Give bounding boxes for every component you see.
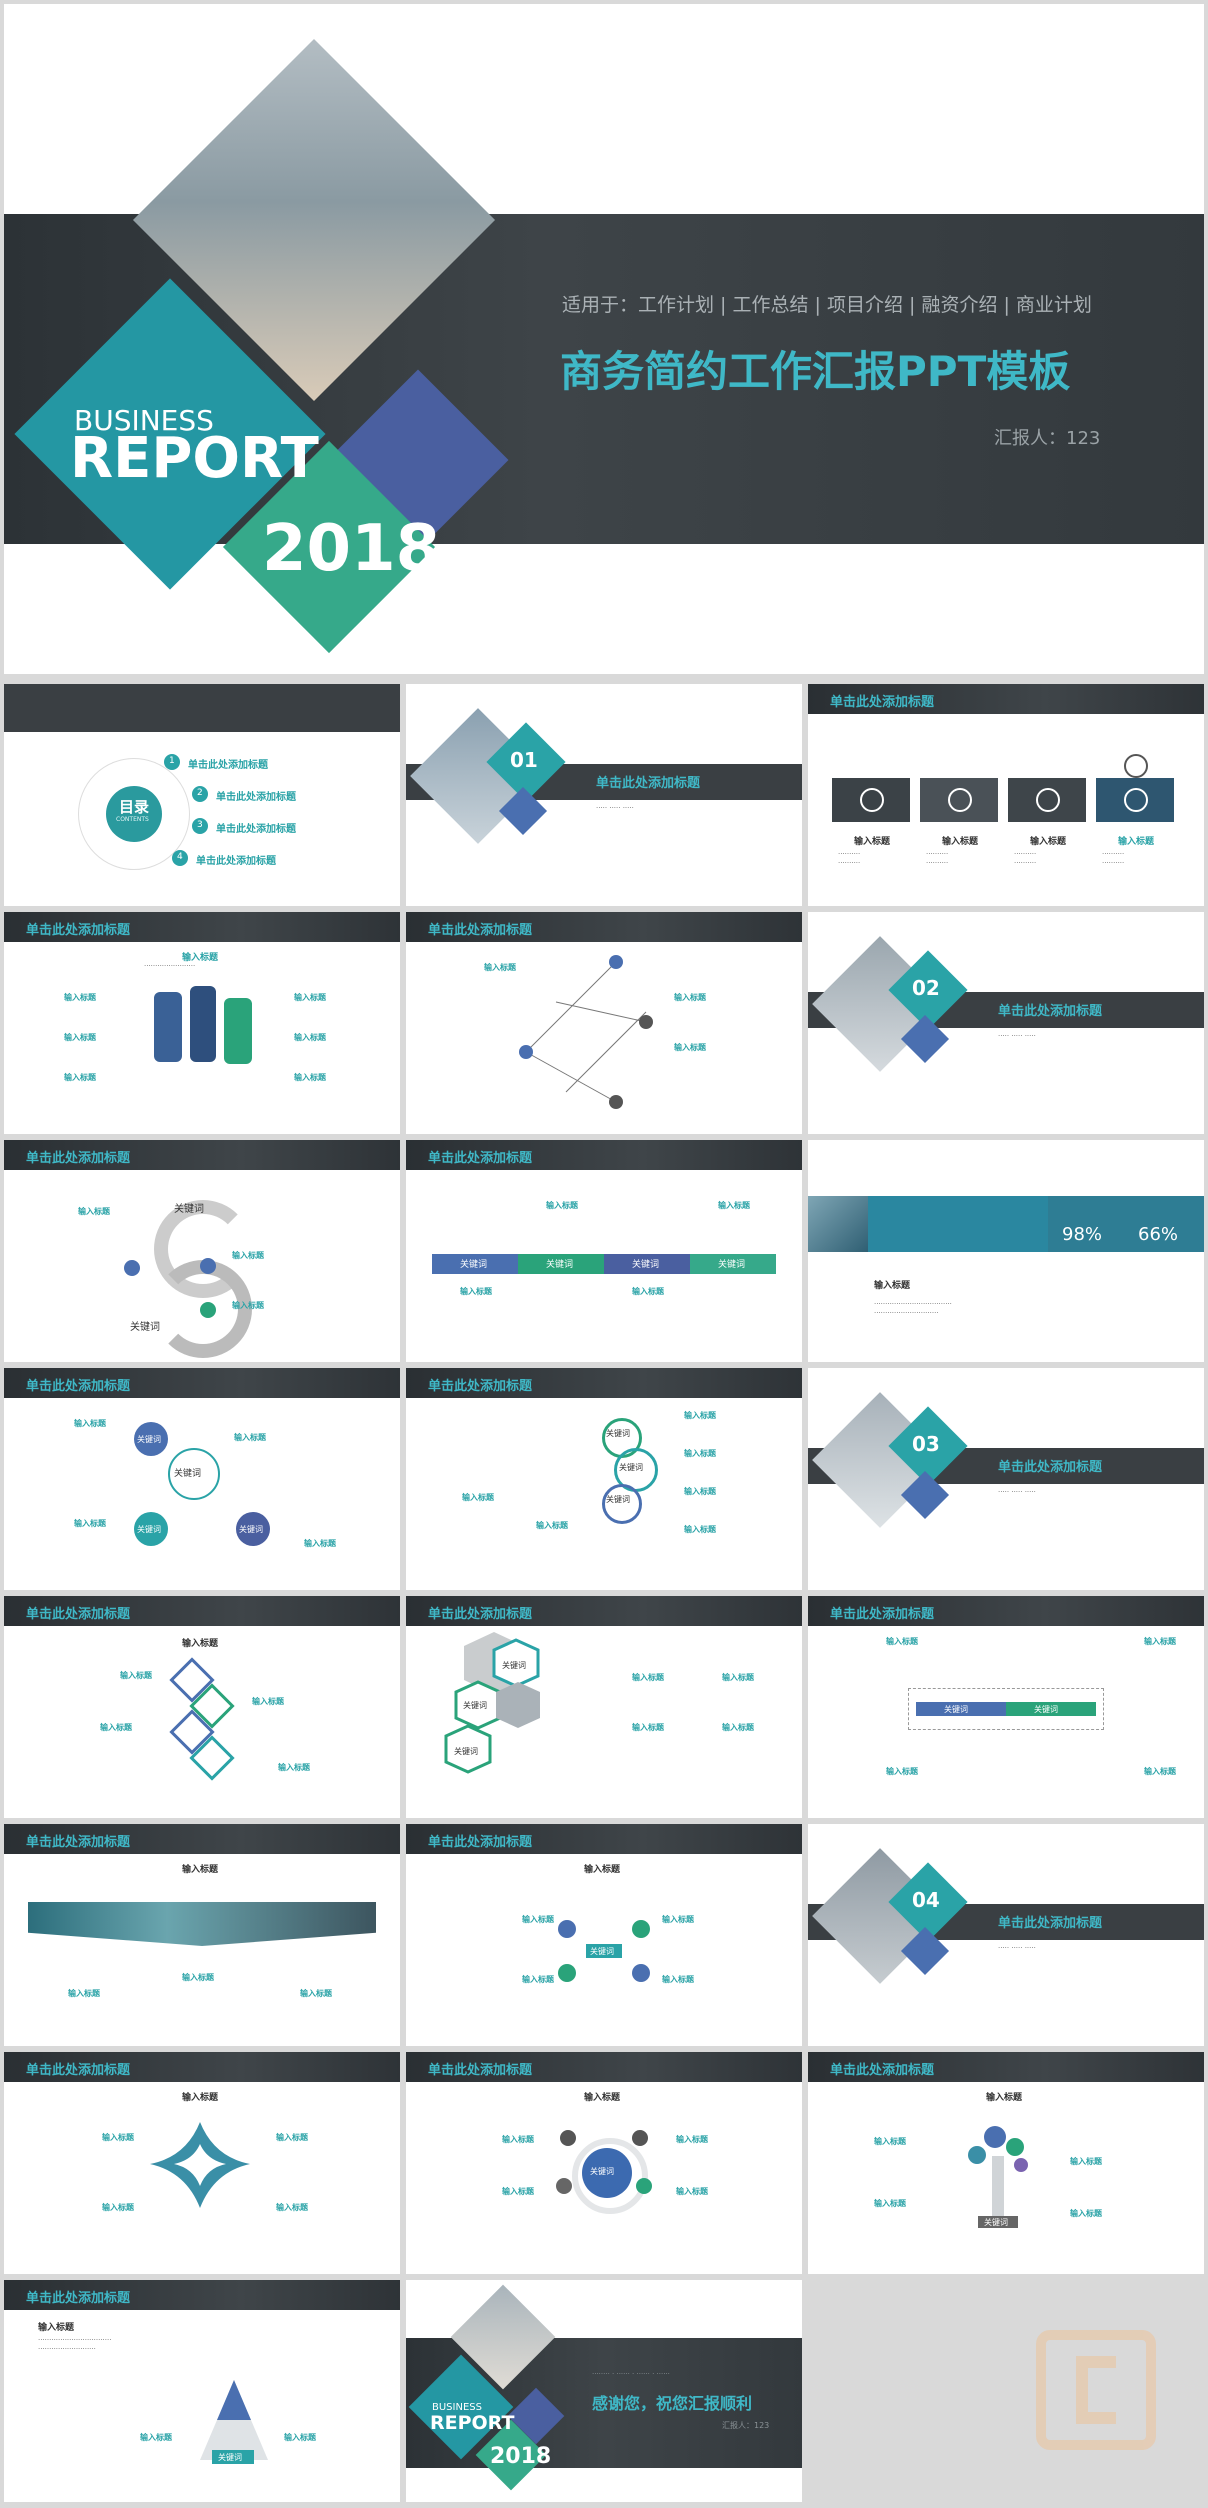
section-01-num: 01 [510,748,538,772]
triangle-slide: 单击此处添加标题 输入标题 ··························… [4,2280,400,2502]
cover-report: REPORT [70,426,319,491]
ending-thanks: 感谢您，祝您汇报顺利 [592,2394,753,2413]
toc-sub: CONTENTS [116,816,149,823]
section-02-slide: 02 单击此处添加标题 ····· ····· ····· [808,912,1204,1134]
tree-slide: 单击此处添加标题 输入标题 关键词 输入标题 输入标题 输入标题 输入标题 [808,2052,1204,2274]
stats-slide: 98% 66% 输入标题 ···························… [808,1140,1204,1362]
section-01-title: 单击此处添加标题 [596,776,701,791]
section-03-num: 03 [912,1432,940,1456]
toc-item-3[interactable]: 单击此处添加标题 [216,824,296,835]
hexagon-slide: 单击此处添加标题 关键词 关键词 关键词 输入标题 输入标题 输入标题 输入标题 [406,1596,802,1818]
cover-business: BUSINESS [74,404,214,437]
toc-item-4[interactable]: 单击此处添加标题 [196,856,276,867]
toc-slide: 目录 CONTENTS 1 单击此处添加标题 2 单击此处添加标题 3 单击此处… [4,684,400,906]
arrows-slide: 单击此处添加标题 关键词 关键词 输入标题 输入标题 输入标题 [4,1140,400,1362]
cover-applicable: 适用于：工作计划 | 工作总结 | 项目介绍 | 融资介绍 | 商业计划 [562,294,1092,316]
ending-report: REPORT [430,2412,515,2434]
cover-slide: BUSINESS REPORT 2018 适用于：工作计划 | 工作总结 | 项… [4,4,1204,674]
section-03-title: 单击此处添加标题 [998,1460,1103,1475]
circles-slide: 单击此处添加标题 关键词 关键词 关键词 关键词 输入标题 输入标题 输入标题 … [4,1368,400,1590]
section-02-title: 单击此处添加标题 [998,1004,1103,1019]
section-03-slide: 03 单击此处添加标题 ····· ····· ····· [808,1368,1204,1590]
center-keyword-slide: 单击此处添加标题 输入标题 关键词 输入标题 输入标题 输入标题 输入标题 [406,1824,802,2046]
section-04-title: 单击此处添加标题 [998,1916,1103,1931]
ending-slide: BUSINESS REPORT 2018 ········ · ······ ·… [406,2280,802,2502]
ring-slide: 单击此处添加标题 输入标题 关键词 输入标题 输入标题 输入标题 输入标题 [406,2052,802,2274]
stat-a: 98% [1062,1224,1103,1245]
stat-b: 66% [1138,1224,1179,1245]
section-02-num: 02 [912,976,940,1000]
photos-slide: 单击此处添加标题 输入标题 输入标题 输入标题 输入标题 ···········… [808,684,1204,906]
chain-slide: 单击此处添加标题 关键词 关键词 关键词 输入标题 输入标题 输入标题 输入标题… [406,1368,802,1590]
logo-watermark [1036,2330,1156,2450]
section-04-slide: 04 单击此处添加标题 ····· ····· ····· [808,1824,1204,2046]
people-slide: 单击此处添加标题 输入标题 ······················· 输入… [4,912,400,1134]
diamond-list-slide: 单击此处添加标题 输入标题 输入标题 输入标题 输入标题 输入标题 [4,1596,400,1818]
section-01-slide: 01 单击此处添加标题 ····· ····· ····· [406,684,802,906]
toc-item-2[interactable]: 单击此处添加标题 [216,792,296,803]
cover-title: 商务简约工作汇报PPT模板 [560,347,1071,396]
cover-reporter: 汇报人：123 [994,428,1101,449]
cover-year: 2018 [262,512,441,586]
star-slide: 单击此处添加标题 输入标题 输入标题 输入标题 输入标题 输入标题 [4,2052,400,2274]
toc-label: 目录 [119,798,150,816]
section-04-num: 04 [912,1888,940,1912]
timeline-slide: 单击此处添加标题 关键词 关键词 关键词 关键词 输入标题 输入标题 输入标题 … [406,1140,802,1362]
bar-slide: 单击此处添加标题 关键词 关键词 输入标题 输入标题 输入标题 输入标题 [808,1596,1204,1818]
toc-item-1[interactable]: 单击此处添加标题 [188,760,268,771]
lines-slide: 单击此处添加标题 输入标题 输入标题 输入标题 [406,912,802,1134]
ending-reporter: 汇报人：123 [722,2421,770,2430]
ending-year: 2018 [490,2444,552,2469]
toc-circle [106,786,162,842]
photo-banner-slide: 单击此处添加标题 输入标题 输入标题 输入标题 输入标题 [4,1824,400,2046]
ending-business: BUSINESS [432,2402,482,2413]
